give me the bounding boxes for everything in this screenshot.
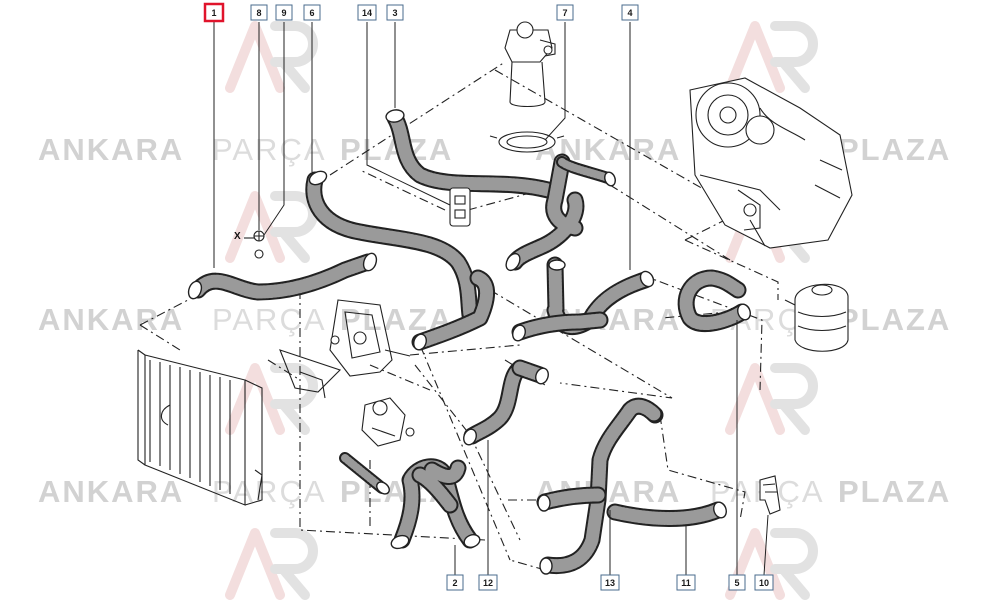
callout-label: 3 <box>392 8 397 18</box>
expansion-tank <box>504 21 556 108</box>
watermark-word-ankara: ANKARA <box>38 474 184 509</box>
heater-blower-unit <box>689 77 853 249</box>
hose-part-12[interactable] <box>462 359 551 446</box>
callout-label: 12 <box>483 578 493 588</box>
hose-part-3[interactable] <box>385 109 557 199</box>
callout-label: 6 <box>309 8 314 18</box>
callout-1[interactable]: 1 <box>203 2 225 23</box>
hose-junction-upper[interactable] <box>503 153 617 273</box>
watermark-word-plaza: PLAZA <box>838 302 951 337</box>
hose-part-1[interactable] <box>186 251 378 301</box>
hose-clamp <box>244 230 265 259</box>
hose-branch-center[interactable] <box>411 269 609 352</box>
callout-4[interactable]: 4 <box>621 4 639 21</box>
callout-label: 11 <box>681 578 691 588</box>
hose-part-11[interactable] <box>606 500 728 527</box>
watermark-word-ankara: ANKARA <box>38 132 184 167</box>
callout-12[interactable]: 12 <box>478 574 498 591</box>
callout-label: 4 <box>627 8 632 18</box>
clip-part-14[interactable] <box>449 187 471 227</box>
watermark-word-ankara: ANKARA <box>38 302 184 337</box>
callout-6[interactable]: 6 <box>303 4 321 21</box>
clip-part-10[interactable] <box>759 475 781 515</box>
watermark-word-parca: PARÇA <box>212 132 327 167</box>
callout-11[interactable]: 11 <box>676 574 696 591</box>
leader-lines <box>213 22 769 576</box>
callout-label: 7 <box>562 8 567 18</box>
watermark-word-plaza: PLAZA <box>838 132 951 167</box>
callout-3[interactable]: 3 <box>386 4 404 21</box>
callout-label: 9 <box>281 8 286 18</box>
thermostat-housing <box>361 397 415 447</box>
callout-label: 13 <box>605 578 615 588</box>
coolant-reservoir <box>784 283 849 352</box>
callout-label: 10 <box>759 578 769 588</box>
hose-part-2[interactable] <box>389 458 481 551</box>
callout-label: 8 <box>256 8 261 18</box>
hose-part-6[interactable] <box>305 169 479 324</box>
callout-13[interactable]: 13 <box>600 574 620 591</box>
callout-5[interactable]: 5 <box>728 574 746 591</box>
watermark-word-parca: PARÇA <box>212 302 327 337</box>
callout-10[interactable]: 10 <box>754 574 774 591</box>
callout-7[interactable]: 7 <box>556 4 574 21</box>
x-marker: X <box>234 231 241 242</box>
hose-part-5[interactable] <box>677 269 752 332</box>
callout-label: 5 <box>734 578 739 588</box>
callout-label: 14 <box>362 8 372 18</box>
callout-label: 2 <box>452 578 457 588</box>
watermark-word-parca: PARÇA <box>212 474 327 509</box>
hose-connector-small <box>339 452 390 495</box>
hose-part-13[interactable] <box>536 397 664 575</box>
callout-2[interactable]: 2 <box>446 574 464 591</box>
connection-lines <box>139 61 779 571</box>
engine-bracket <box>279 299 411 399</box>
callout-9[interactable]: 9 <box>275 4 293 21</box>
tank-strap-part-7[interactable] <box>489 131 565 153</box>
watermark-row-3: ANKARA PARÇA PLAZA ANKARA PARÇA PLAZA <box>38 474 951 509</box>
callout-14[interactable]: 14 <box>357 4 377 21</box>
callout-8[interactable]: 8 <box>250 4 268 21</box>
x-marker-label: X <box>234 231 241 242</box>
callout-label: 1 <box>211 8 216 18</box>
watermark-word-plaza: PLAZA <box>838 474 951 509</box>
radiator <box>137 349 263 506</box>
